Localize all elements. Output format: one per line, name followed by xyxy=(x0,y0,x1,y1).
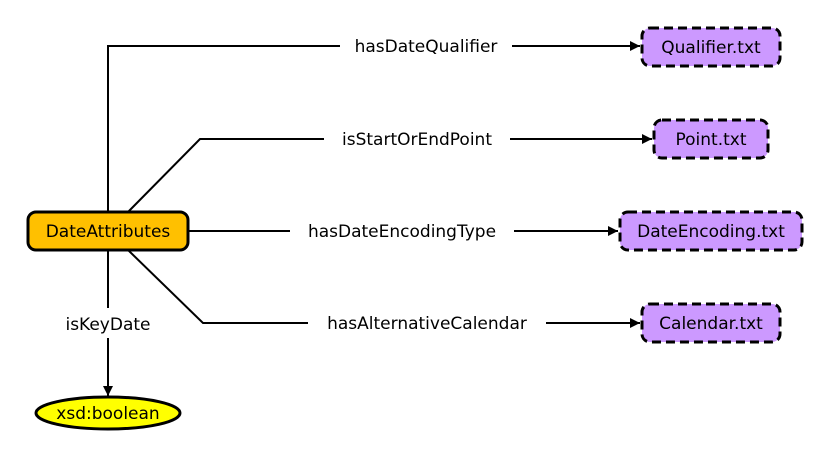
node-point-txt: Point.txt xyxy=(652,118,770,160)
node-date-attributes: DateAttributes xyxy=(26,210,190,252)
edge-has-alternative-calendar: hasAlternativeCalendar xyxy=(127,249,640,334)
edge-label-has-date-qualifier: hasDateQualifier xyxy=(355,37,498,57)
edge-label-is-key-date: isKeyDate xyxy=(65,315,150,335)
node-label-point-txt: Point.txt xyxy=(675,130,746,150)
edge-label-is-start-or-end-point: isStartOrEndPoint xyxy=(342,130,492,150)
node-label-xsd-boolean: xsd:boolean xyxy=(56,404,159,424)
node-xsd-boolean: xsd:boolean xyxy=(34,395,182,431)
node-calendar-txt: Calendar.txt xyxy=(640,302,782,344)
node-label-qualifier-txt: Qualifier.txt xyxy=(661,38,761,58)
node-label-date-encoding-txt: DateEncoding.txt xyxy=(637,222,785,242)
node-date-encoding-txt: DateEncoding.txt xyxy=(618,210,804,252)
edge-is-start-or-end-point: isStartOrEndPoint xyxy=(127,130,652,213)
node-label-date-attributes: DateAttributes xyxy=(46,222,171,242)
node-qualifier-txt: Qualifier.txt xyxy=(640,26,782,68)
edge-has-date-qualifier: hasDateQualifier xyxy=(107,37,640,212)
edge-is-key-date: isKeyDate xyxy=(65,250,151,396)
edge-has-date-encoding-type: hasDateEncodingType xyxy=(188,222,618,242)
node-label-calendar-txt: Calendar.txt xyxy=(659,314,763,334)
edge-label-has-alternative-calendar: hasAlternativeCalendar xyxy=(327,314,527,334)
edge-label-has-date-encoding-type: hasDateEncodingType xyxy=(308,222,496,242)
